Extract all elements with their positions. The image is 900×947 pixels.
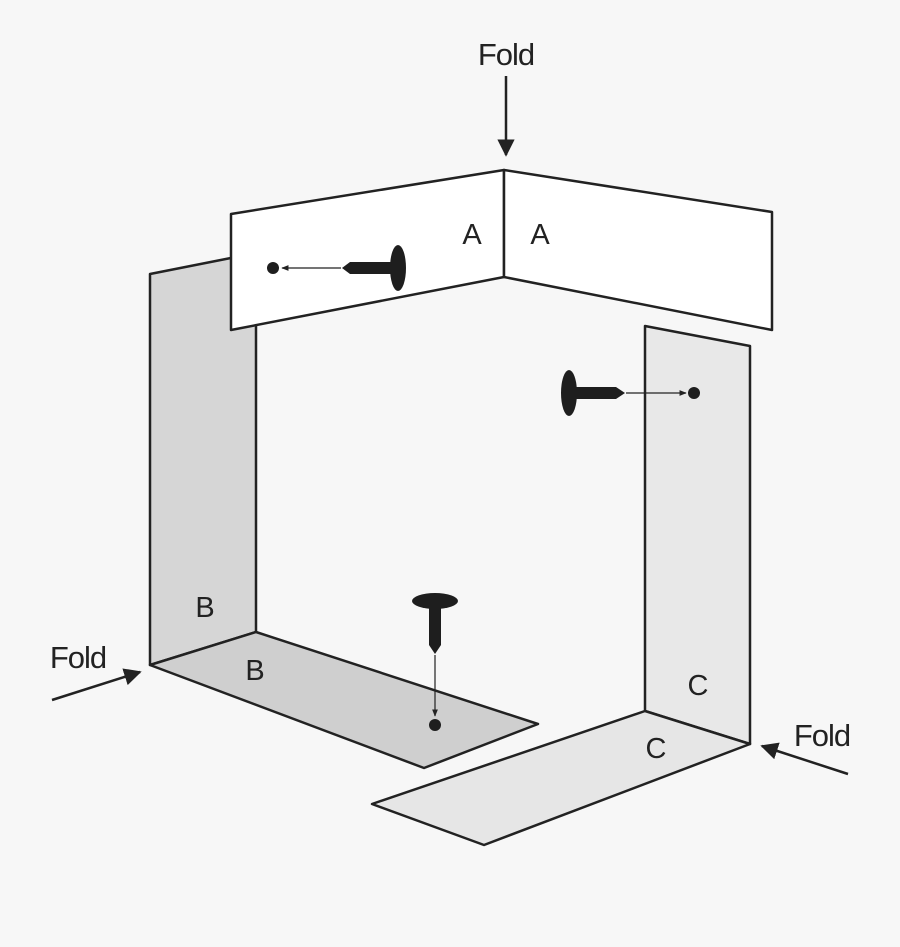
fold-label-right: Fold — [794, 718, 850, 753]
hole-dot-icon — [688, 387, 700, 399]
screw-icon — [412, 593, 458, 654]
panel-a-left-label: A — [462, 219, 482, 251]
panel-b-side-label: B — [195, 592, 214, 624]
panel-a-right-label: A — [530, 219, 550, 251]
hole-dot-icon — [429, 719, 441, 731]
fold-label-top: Fold — [478, 37, 534, 72]
panel-b-base-label: B — [245, 655, 264, 687]
fold-arrow-left — [51, 668, 142, 702]
panel-c-side-label: C — [688, 670, 709, 702]
panel-b-base — [148, 630, 540, 770]
screw-icon — [561, 370, 625, 416]
screw-icon — [342, 245, 406, 291]
fold-arrow-right — [760, 742, 849, 776]
panel-a-right — [502, 168, 774, 332]
panel-c-base-label: C — [646, 733, 667, 765]
panel-c-base — [370, 709, 752, 847]
hole-dot-icon — [267, 262, 279, 274]
fold-label-left: Fold — [50, 640, 106, 675]
